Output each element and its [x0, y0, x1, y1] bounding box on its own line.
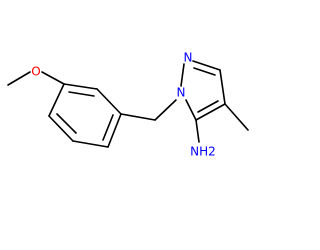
bond-c4-c5-double	[197, 100, 219, 113]
bond-ch2-n1	[154, 99, 177, 121]
bond-ring-ch2	[120, 113, 156, 121]
amine-label: NH2	[190, 145, 216, 159]
bond-ring-2	[96, 88, 122, 115]
bond-ring-double-3	[56, 113, 77, 134]
bond-ring-double-1	[68, 91, 95, 97]
bond-oxygen-aryl	[41, 71, 65, 85]
bond-n1-n2	[180, 63, 185, 87]
nitrogen-2-label: N	[184, 51, 193, 65]
bond-ring-1	[63, 83, 98, 90]
bond-ring-5	[48, 115, 74, 142]
bond-n2-c3	[192, 60, 221, 71]
bond-ring-4	[72, 140, 109, 148]
bond-c4-methyl	[224, 103, 249, 131]
bond-c3-c4	[219, 69, 226, 105]
bond-ring-3	[107, 113, 122, 148]
bond-c5-n1	[185, 99, 197, 121]
bond-c4-c5	[195, 103, 226, 121]
bond-ring-6	[48, 83, 65, 117]
nitrogen-1-label: N	[177, 86, 186, 100]
bond-c5-amine	[195, 119, 200, 143]
oxygen-label: O	[31, 65, 40, 79]
structure-diagram: O N N NH2	[7, 51, 249, 159]
bond-ring-double-2	[102, 114, 114, 141]
bond-methyl-oxygen	[7, 71, 31, 86]
bond-n2-c3-double	[193, 67, 216, 76]
